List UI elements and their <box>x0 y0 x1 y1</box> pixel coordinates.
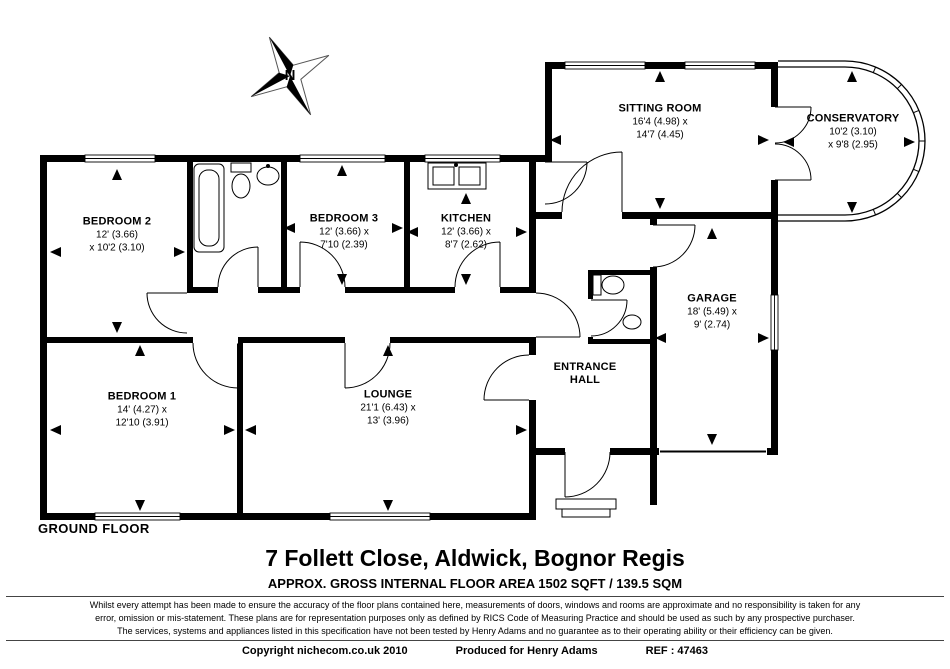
room-dimensions: 10'2 (3.10) <box>829 126 877 138</box>
room-dimensions: 9' (2.74) <box>693 319 731 331</box>
room-label-lounge: LOUNGE 21'1 (6.43) x 13' (3.96) <box>360 389 415 428</box>
room-label-garage: GARAGE 18' (5.49) x 9' (2.74) <box>687 293 737 332</box>
compass-north-label: N <box>285 67 296 84</box>
ground-floor-label: GROUND FLOOR <box>38 521 150 536</box>
room-label-sitting-room: SITTING ROOM 16'4 (4.98) x 14'7 (4.45) <box>618 103 701 142</box>
room-label-entrance-hall: ENTRANCE HALL <box>554 361 617 387</box>
page-title: 7 Follett Close, Aldwick, Bognor Regis <box>265 545 685 571</box>
floor-plan: N BEDROOM 2 12' (3.66) x 10'2 (3.10) BED… <box>38 36 926 536</box>
conservatory-glazing <box>778 60 926 222</box>
room-name: BEDROOM 3 <box>309 212 379 225</box>
footer: Copyright nichecom.co.uk 2010 Produced f… <box>0 645 950 657</box>
room-name: HALL <box>569 374 601 386</box>
room-dimensions: 14' (4.27) x <box>117 404 167 416</box>
room-dimensions: x 9'8 (2.95) <box>828 139 878 151</box>
compass-rose-icon: N <box>250 36 330 116</box>
bathtub-icon <box>193 163 225 253</box>
disclaimer-line: The services, systems and appliances lis… <box>117 626 833 637</box>
room-dimensions: 13' (3.96) <box>367 415 409 427</box>
room-name: LOUNGE <box>363 388 413 401</box>
kitchen-sink-icon <box>427 162 487 190</box>
windows <box>84 61 779 521</box>
room-dimensions: 18' (5.49) x <box>687 306 737 318</box>
room-label-bedroom-3: BEDROOM 3 12' (3.66) x 7'10 (2.39) <box>310 213 378 252</box>
produced-for-text: Produced for Henry Adams <box>455 645 598 658</box>
room-label-bedroom-2: BEDROOM 2 12' (3.66) x 10'2 (3.10) <box>83 216 151 255</box>
divider-bottom <box>6 640 944 642</box>
wc-sink-icon <box>622 314 642 330</box>
room-name: KITCHEN <box>440 212 492 225</box>
room-name: CONSERVATORY <box>806 112 900 125</box>
room-dimensions: 12' (3.66) x <box>319 226 369 238</box>
room-dimensions: 12' (3.66) <box>96 229 138 241</box>
room-name: SITTING ROOM <box>618 102 702 115</box>
room-dimensions: 12'10 (3.91) <box>115 417 169 429</box>
disclaimer-text: Whilst every attempt has been made to en… <box>0 599 950 638</box>
floor-area-subtitle: APPROX. GROSS INTERNAL FLOOR AREA 1502 S… <box>267 576 683 591</box>
room-name: ENTRANCE <box>553 361 617 373</box>
room-label-conservatory: CONSERVATORY 10'2 (3.10) x 9'8 (2.95) <box>807 113 900 152</box>
copyright-text: Copyright nichecom.co.uk 2010 <box>241 645 408 658</box>
room-dimensions: 14'7 (4.45) <box>636 129 684 141</box>
room-dimensions: 16'4 (4.98) x <box>632 116 688 128</box>
room-label-kitchen: KITCHEN 12' (3.66) x 8'7 (2.62) <box>441 213 491 252</box>
disclaimer-line: Whilst every attempt has been made to en… <box>89 600 861 610</box>
door-swings <box>146 106 812 498</box>
reference-number: REF : 47463 <box>645 645 709 658</box>
disclaimer-line: error, omission or mis-statement. These … <box>95 613 855 624</box>
room-name: BEDROOM 1 <box>107 390 177 403</box>
toilet-icon <box>230 162 252 199</box>
sink-icon <box>256 164 280 186</box>
room-name: GARAGE <box>687 292 737 305</box>
porch-steps <box>555 498 617 518</box>
divider-top <box>6 596 944 597</box>
floorplan-drawing: N <box>40 36 926 521</box>
room-dimensions: 8'7 (2.62) <box>445 239 487 251</box>
room-dimensions: x 10'2 (3.10) <box>89 242 145 254</box>
wc-toilet-icon <box>592 274 625 296</box>
room-dimensions: 12' (3.66) x <box>441 226 491 238</box>
room-dimensions: 21'1 (6.43) x <box>360 402 416 414</box>
room-label-bedroom-1: BEDROOM 1 14' (4.27) x 12'10 (3.91) <box>108 391 176 430</box>
fixtures <box>193 162 642 330</box>
room-name: BEDROOM 2 <box>82 215 152 228</box>
room-dimensions: 7'10 (2.39) <box>320 239 368 251</box>
